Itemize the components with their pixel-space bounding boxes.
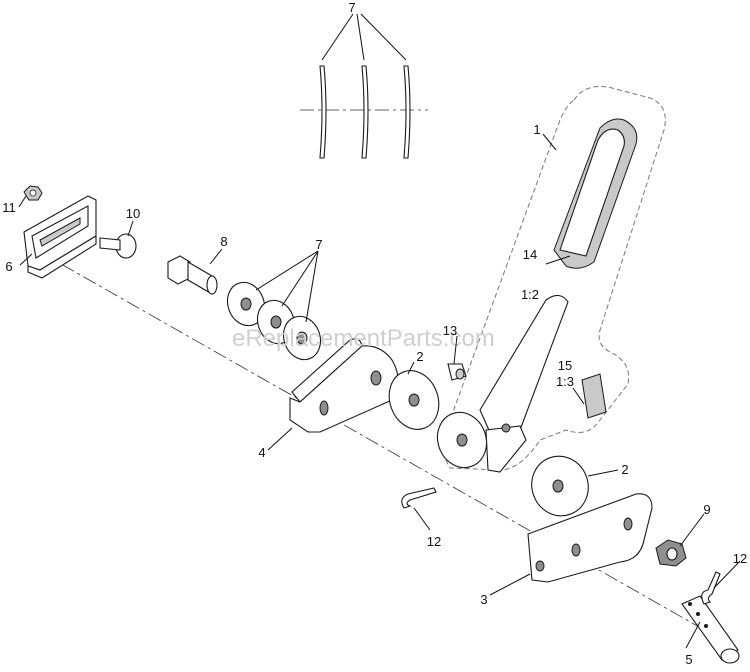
- callout-12-left: 12: [427, 534, 441, 549]
- callout-9: 9: [703, 502, 710, 517]
- callout-3: 3: [480, 592, 487, 607]
- assembly-axis: [39, 251, 723, 641]
- clevis-pin-5: [681, 595, 740, 664]
- callout-10: 10: [126, 206, 140, 221]
- washer-2-right: [531, 455, 589, 517]
- callout-14-ratio: 1:2: [521, 287, 539, 302]
- watermark: eReplacementParts.com: [232, 325, 495, 352]
- leader-lines: [18, 13, 741, 649]
- carriage-bolt-10: [99, 233, 137, 259]
- callout-7: 7: [315, 237, 322, 252]
- washer-detail-group: [319, 65, 411, 159]
- nut-9: [655, 539, 687, 567]
- pad-15: [581, 373, 607, 419]
- callout-11: 11: [2, 200, 16, 215]
- washer-7-group: [226, 281, 322, 361]
- washer-2-left: [388, 370, 440, 430]
- bracket-rail-6: [23, 195, 97, 279]
- callout-15: 15: [558, 358, 572, 373]
- cotter-pin-12-left: [401, 487, 437, 509]
- cotter-pin-12-right: [701, 571, 721, 605]
- washer-edge-2: [361, 65, 369, 159]
- washer-edge-1: [319, 65, 327, 159]
- callout-15-ratio: 1:3: [556, 374, 574, 389]
- callout-14: 14: [523, 247, 537, 262]
- callout-4: 4: [258, 445, 265, 460]
- callout-6: 6: [5, 259, 12, 274]
- grip-14: [553, 118, 638, 269]
- lever-handle-1: [436, 294, 569, 473]
- callout-5: 5: [685, 652, 692, 667]
- washer-edge-3: [403, 65, 411, 159]
- callout-7-top: 7: [348, 0, 355, 15]
- callout-2-left: 2: [416, 349, 423, 364]
- callout-1: 1: [533, 122, 540, 137]
- mounting-plate-3: [527, 493, 653, 583]
- callout-8: 8: [220, 234, 227, 249]
- nut-11: [23, 185, 43, 201]
- callout-2-right: 2: [621, 462, 628, 477]
- hex-bolt-8: [167, 255, 218, 295]
- callout-13: 13: [443, 323, 457, 338]
- callout-12-right: 12: [733, 551, 747, 566]
- pin-13: [447, 363, 467, 381]
